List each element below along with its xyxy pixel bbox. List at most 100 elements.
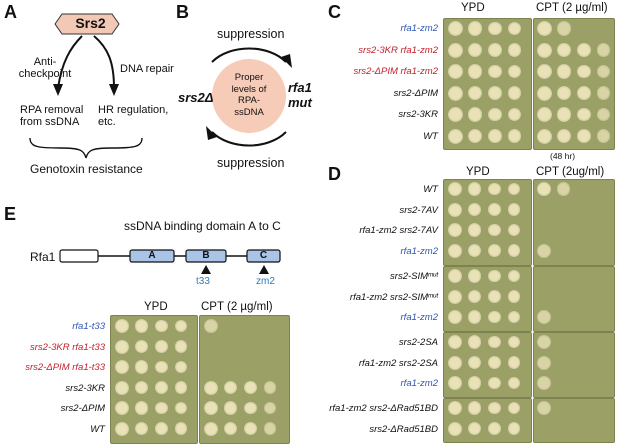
colony-spot <box>508 64 522 79</box>
colony-spot <box>488 21 502 36</box>
colony-spot <box>244 361 257 374</box>
mutation-t33: t33 <box>196 276 210 287</box>
colony-spot <box>508 401 521 415</box>
colony-spot <box>448 64 463 79</box>
colony-spot <box>468 355 482 370</box>
colony-spot <box>468 223 482 237</box>
colony-spot <box>577 270 590 283</box>
colony-spot <box>537 355 551 370</box>
gene-srs2: Srs2 <box>75 15 106 31</box>
colony-spot <box>448 21 463 36</box>
strain-label: rfa1-zm2 srs2-2SA <box>358 357 438 369</box>
colony-spot <box>448 243 462 258</box>
colony-spot <box>597 86 611 100</box>
colony-spot <box>488 203 501 216</box>
colony-spot <box>488 107 502 122</box>
strain-label: srs2-ΔPIM <box>60 403 105 414</box>
dna-repair-label: DNA repair <box>120 63 174 75</box>
strain-label: rfa1-zm2 srs2-SIMᵐᵘᵗ <box>349 291 438 303</box>
colony-spot <box>468 401 482 415</box>
colony-spot <box>597 203 609 215</box>
colony-spot <box>577 377 590 390</box>
rfa1-protein-label: Rfa1 <box>30 250 56 264</box>
colony-spot <box>468 243 482 258</box>
colony-spot <box>508 182 521 196</box>
colony-spot <box>508 129 522 143</box>
colony-spot <box>468 335 482 349</box>
colony-spot <box>508 290 521 303</box>
colony-spot <box>537 290 551 304</box>
colony-spot <box>537 422 551 436</box>
colony-spot <box>448 355 462 370</box>
colony-spot <box>557 42 572 58</box>
colony-spot <box>508 86 522 100</box>
colony-spot <box>508 203 521 216</box>
colony-spot <box>488 335 501 349</box>
strain-label: rfa1-zm2 <box>400 312 438 323</box>
colony-spot <box>537 128 552 144</box>
colony-spot <box>115 319 129 333</box>
colony-spot <box>468 42 483 58</box>
colony-spot <box>508 107 522 122</box>
colony-spot <box>597 64 611 79</box>
colony-spot <box>577 129 591 143</box>
panel-d-ypd-header: YPD <box>466 166 490 178</box>
colony-spot <box>135 380 149 395</box>
colony-spot <box>557 21 572 36</box>
strain-label: srs2-3KR <box>398 109 438 120</box>
colony-spot <box>537 203 551 217</box>
colony-spot <box>468 21 483 36</box>
colony-spot <box>537 107 552 122</box>
colony-spot <box>508 244 521 257</box>
colony-spot <box>204 421 218 436</box>
colony-spot <box>204 319 218 333</box>
panel-c-cpt-plate <box>533 18 615 150</box>
strain-label: srs2-ΔPIM rfa1-zm2 <box>353 66 439 77</box>
colony-spot <box>264 340 276 352</box>
colony-spot <box>508 43 522 57</box>
colony-spot <box>597 422 609 434</box>
colony-spot <box>577 22 591 36</box>
colony-spot <box>488 64 502 79</box>
colony-spot <box>597 244 609 256</box>
colony-spot <box>557 335 570 348</box>
colony-spot <box>557 310 570 323</box>
colony-spot <box>468 376 482 390</box>
colony-spot <box>448 42 463 58</box>
panel-c-cpt-header: CPT (2 µg/ml) <box>536 2 608 14</box>
colony-spot <box>577 422 590 435</box>
colony-spot <box>537 335 551 349</box>
panel-c-label: C <box>328 2 341 22</box>
panel-a-label: A <box>4 2 17 22</box>
strain-label: rfa1-zm2 <box>400 378 438 389</box>
panel-e-label: E <box>4 204 17 224</box>
colony-spot <box>175 381 188 394</box>
colony-spot <box>224 360 237 373</box>
strain-label: srs2-2SA <box>398 337 438 348</box>
colony-spot <box>448 85 463 101</box>
colony-spot <box>204 380 218 395</box>
colony-spot <box>537 42 552 58</box>
colony-spot <box>468 421 482 436</box>
colony-spot <box>468 107 483 122</box>
colony-spot <box>557 401 570 414</box>
colony-spot <box>448 107 463 122</box>
colony-spot <box>264 401 277 415</box>
colony-spot <box>115 380 129 395</box>
colony-spot <box>175 422 188 435</box>
colony-spot <box>577 336 590 349</box>
colony-spot <box>488 43 502 57</box>
colony-spot <box>557 107 572 122</box>
colony-spot <box>597 356 609 368</box>
colony-spot <box>537 64 552 79</box>
domain-c: C <box>259 250 268 261</box>
colony-spot <box>488 356 501 369</box>
colony-spot <box>488 129 502 143</box>
colony-spot <box>537 269 551 283</box>
colony-spot <box>488 310 501 324</box>
domain-a: A <box>148 250 156 261</box>
